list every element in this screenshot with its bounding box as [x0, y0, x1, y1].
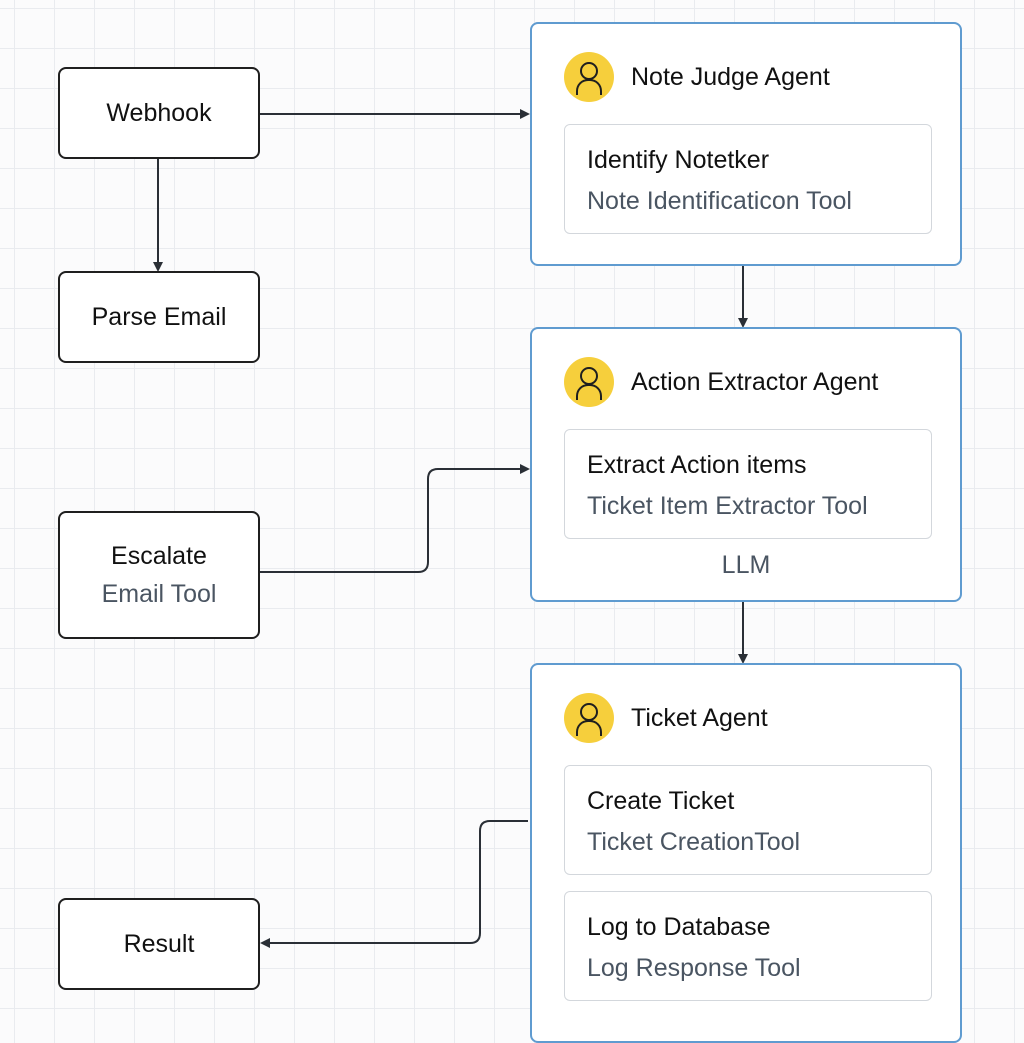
- ticket-agent-title: Ticket Agent: [631, 703, 768, 732]
- extract-action-items-tool-card[interactable]: Extract Action items Ticket Item Extract…: [564, 429, 932, 539]
- create-ticket-tool-card[interactable]: Create Ticket Ticket CreationTool: [564, 765, 932, 875]
- note-judge-agent-title: Note Judge Agent: [631, 62, 830, 91]
- connector-escalate-to-action-extractor: [260, 464, 530, 573]
- result-label: Result: [123, 930, 195, 958]
- ticket-agent-card[interactable]: Ticket Agent Create Ticket Ticket Creati…: [530, 663, 962, 1043]
- user-icon: [564, 357, 614, 407]
- ticket-creation-tool-label: Ticket CreationTool: [587, 828, 801, 856]
- user-icon: [564, 52, 614, 102]
- note-identification-tool-label: Note Identificaticon Tool: [587, 187, 852, 215]
- user-icon: [564, 693, 614, 743]
- log-response-tool-label: Log Response Tool: [587, 954, 801, 982]
- ticket-item-extractor-tool-label: Ticket Item Extractor Tool: [587, 492, 868, 520]
- identify-notetaker-title: Identify Notetker: [587, 146, 770, 174]
- create-ticket-title: Create Ticket: [587, 787, 735, 815]
- webhook-label: Webhook: [106, 99, 212, 127]
- note-judge-agent-card[interactable]: Note Judge Agent Identify Notetker Note …: [530, 22, 962, 266]
- llm-label: LLM: [721, 551, 771, 579]
- log-to-database-tool-card[interactable]: Log to Database Log Response Tool: [564, 891, 932, 1001]
- webhook-node[interactable]: Webhook: [58, 67, 260, 159]
- parse-email-node[interactable]: Parse Email: [58, 271, 260, 363]
- action-extractor-agent-header: Action Extractor Agent: [564, 357, 878, 407]
- parse-email-label: Parse Email: [91, 303, 227, 331]
- escalate-node[interactable]: Escalate Email Tool: [58, 511, 260, 639]
- action-extractor-agent-card[interactable]: Action Extractor Agent Extract Action it…: [530, 327, 962, 602]
- extract-action-items-title: Extract Action items: [587, 451, 807, 479]
- identify-notetaker-tool-card[interactable]: Identify Notetker Note Identificaticon T…: [564, 124, 932, 234]
- action-extractor-agent-title: Action Extractor Agent: [631, 367, 879, 396]
- log-to-database-title: Log to Database: [587, 913, 771, 941]
- result-node[interactable]: Result: [58, 898, 260, 990]
- escalate-label: Escalate: [111, 542, 207, 570]
- connector-ticket-to-result: [260, 820, 528, 948]
- escalate-tool-label: Email Tool: [101, 580, 217, 608]
- ticket-agent-header: Ticket Agent: [564, 693, 768, 743]
- note-judge-agent-header: Note Judge Agent: [564, 52, 830, 102]
